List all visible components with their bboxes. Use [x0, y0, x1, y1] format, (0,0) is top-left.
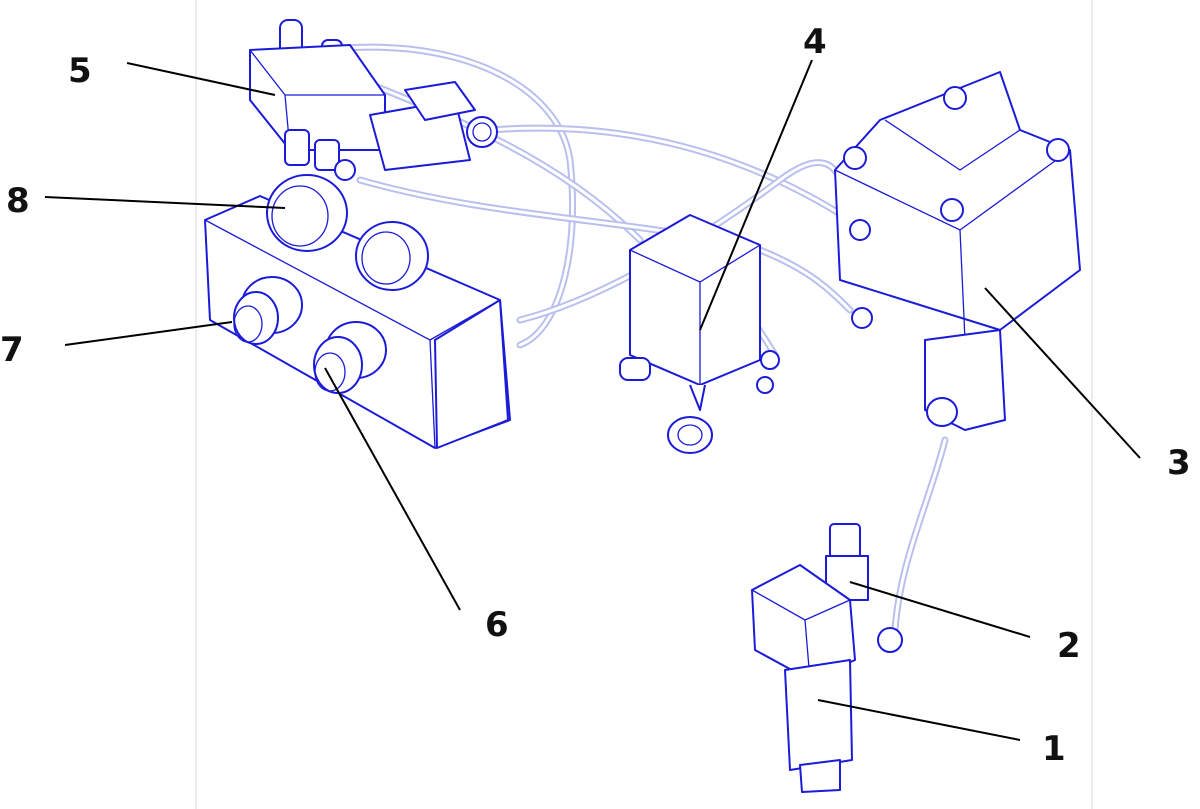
leader-2	[849, 581, 1031, 638]
label-7: 7	[0, 330, 24, 370]
label-3: 3	[1167, 443, 1191, 483]
pressure-gauge-2	[355, 221, 429, 291]
label-5: 5	[68, 51, 92, 91]
large-cylinder	[834, 71, 1081, 431]
solenoid-valve	[249, 19, 498, 181]
label-2: 2	[1057, 626, 1081, 666]
label-1: 1	[1042, 729, 1066, 769]
pressure-gauge-1	[266, 174, 348, 252]
label-8: 8	[6, 181, 30, 221]
leader-8	[44, 196, 286, 209]
filter-and-switch	[751, 523, 903, 793]
regulator-panel	[204, 174, 511, 449]
leader-3	[984, 287, 1141, 459]
leader-4	[699, 59, 813, 331]
leader-5	[126, 62, 276, 96]
leader-7	[64, 321, 233, 346]
small-cylinder	[619, 214, 780, 454]
label-4: 4	[803, 22, 827, 62]
label-6: 6	[485, 605, 509, 645]
leader-1	[817, 699, 1021, 741]
callout-labels: 5 8 7 6 4 3 2 1	[0, 22, 1191, 769]
leader-lines	[44, 59, 1141, 741]
leader-6	[324, 367, 461, 611]
